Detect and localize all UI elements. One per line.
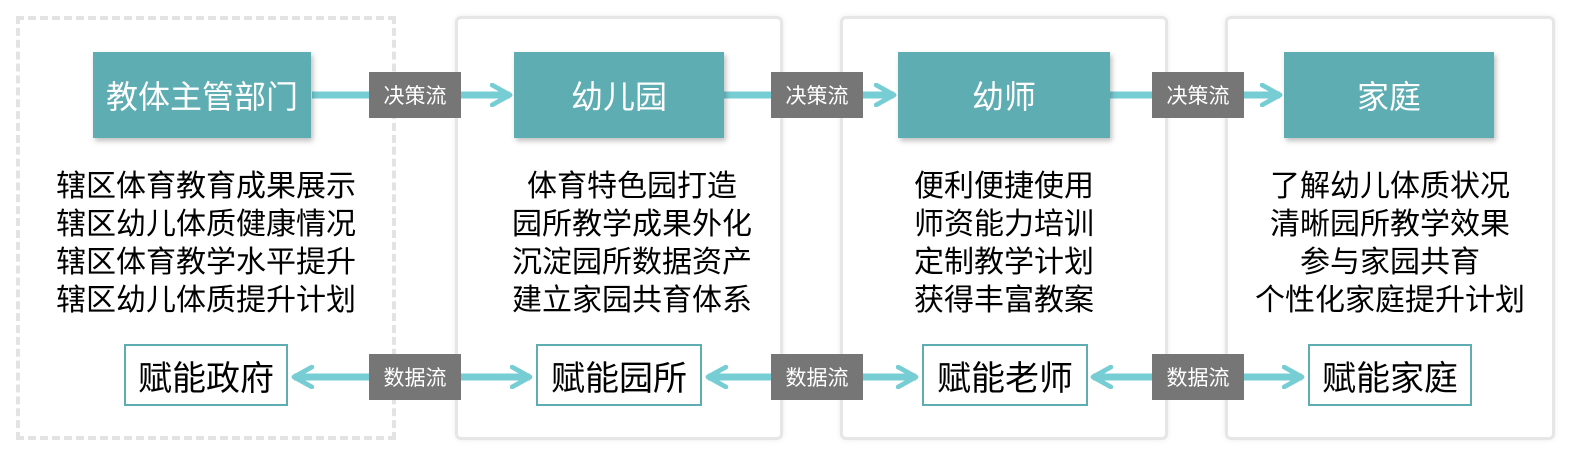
benefit-line: 定制教学计划 [914, 245, 1094, 280]
benefits-government: 辖区体育教育成果展示 辖区幼儿体质健康情况 辖区体育教学水平提升 辖区幼儿体质提… [16, 168, 396, 320]
panel-family [1225, 16, 1555, 440]
benefit-line: 园所教学成果外化 [512, 207, 752, 242]
decision-flow-label-3: 决策流 [1152, 72, 1244, 118]
entity-box-teacher: 幼师 [898, 52, 1110, 138]
empower-box-kindergarten: 赋能园所 [536, 344, 702, 406]
benefit-line: 沉淀园所数据资产 [512, 245, 752, 280]
benefit-line: 辖区体育教育成果展示 [56, 169, 356, 204]
benefits-teacher: 便利便捷使用 师资能力培训 定制教学计划 获得丰富教案 [814, 168, 1194, 320]
benefit-line: 获得丰富教案 [914, 283, 1094, 318]
entity-box-kindergarten: 幼儿园 [514, 52, 724, 138]
benefit-line: 了解幼儿体质状况 [1270, 169, 1510, 204]
empower-box-family: 赋能家庭 [1308, 344, 1472, 406]
panel-kindergarten [455, 16, 783, 440]
benefit-line: 清晰园所教学效果 [1270, 207, 1510, 242]
benefit-line: 便利便捷使用 [914, 169, 1094, 204]
decision-flow-label-2: 决策流 [771, 72, 863, 118]
data-flow-label-1: 数据流 [369, 354, 461, 400]
benefit-line: 师资能力培训 [914, 207, 1094, 242]
decision-flow-label-1: 决策流 [369, 72, 461, 118]
empower-box-teacher: 赋能老师 [922, 344, 1088, 406]
data-flow-label-2: 数据流 [771, 354, 863, 400]
benefit-line: 辖区幼儿体质健康情况 [56, 207, 356, 242]
entity-box-family: 家庭 [1284, 52, 1494, 138]
benefit-line: 体育特色园打造 [527, 169, 737, 204]
panel-teacher [840, 16, 1168, 440]
data-flow-label-3: 数据流 [1152, 354, 1244, 400]
benefits-kindergarten: 体育特色园打造 园所教学成果外化 沉淀园所数据资产 建立家园共育体系 [442, 168, 822, 320]
benefits-family: 了解幼儿体质状况 清晰园所教学效果 参与家园共育 个性化家庭提升计划 [1200, 168, 1570, 320]
panel-government [16, 16, 396, 440]
benefit-line: 个性化家庭提升计划 [1255, 283, 1525, 318]
benefit-line: 辖区体育教学水平提升 [56, 245, 356, 280]
benefit-line: 建立家园共育体系 [512, 283, 752, 318]
empower-box-government: 赋能政府 [124, 344, 288, 406]
benefit-line: 参与家园共育 [1300, 245, 1480, 280]
benefit-line: 辖区幼儿体质提升计划 [56, 283, 356, 318]
entity-box-government: 教体主管部门 [93, 52, 311, 138]
